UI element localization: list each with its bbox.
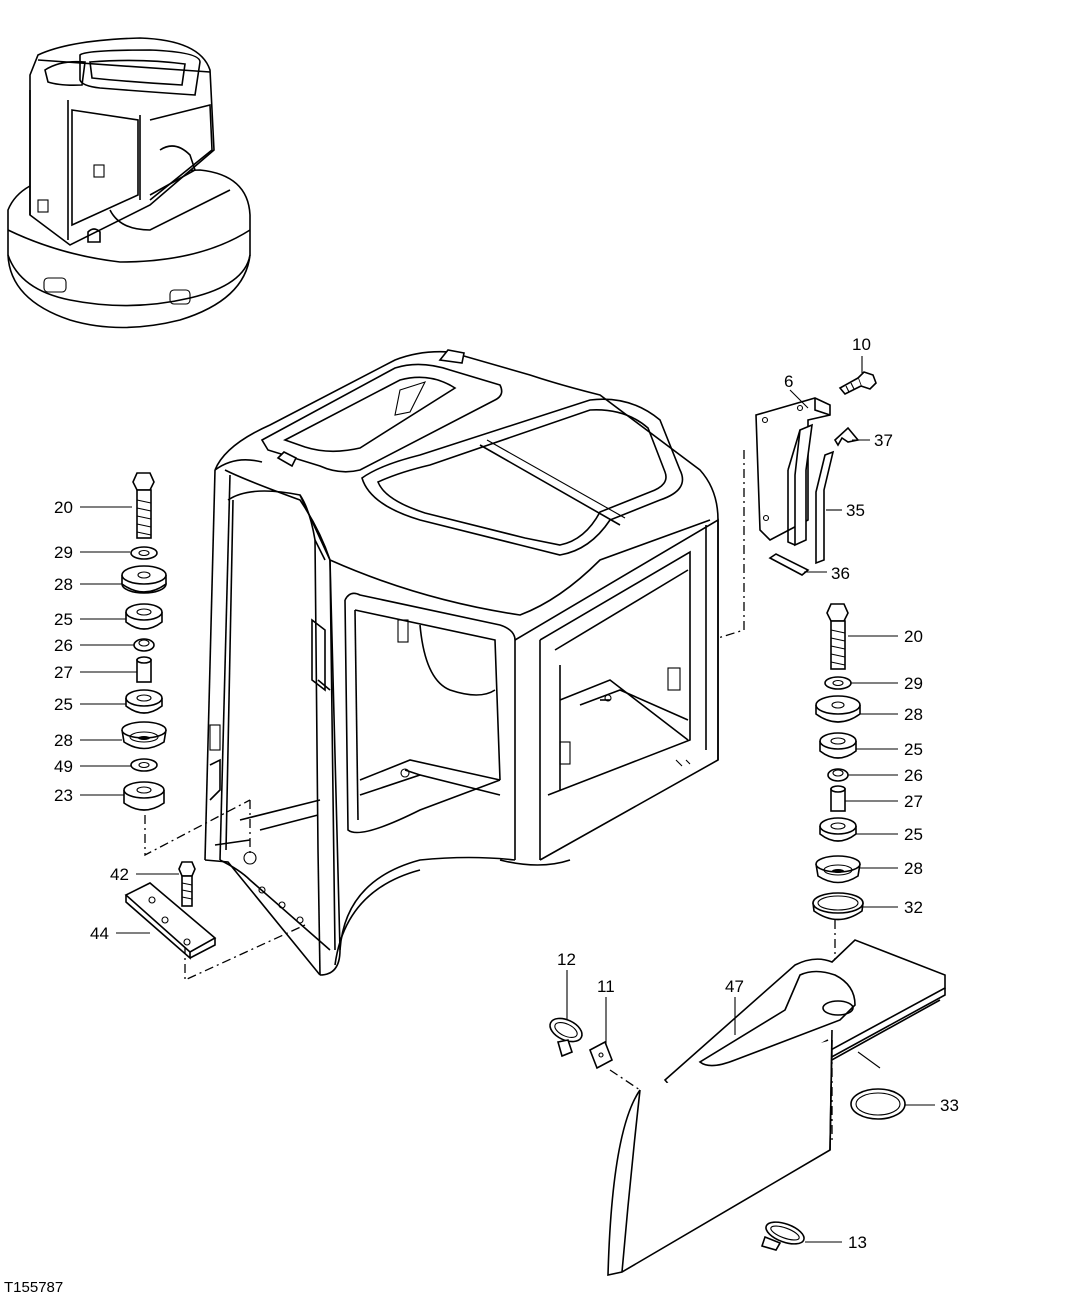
callout-left-23: 23 (54, 786, 73, 805)
callout-42: 42 (110, 865, 129, 884)
cab-frame (204, 349, 719, 976)
callout-right-26: 26 (904, 766, 923, 785)
callout-44: 44 (90, 924, 109, 943)
callout-35: 35 (846, 501, 865, 520)
callout-right-28a: 28 (904, 705, 923, 724)
callout-left-25b: 25 (54, 695, 73, 714)
right-mount-stack (812, 603, 864, 921)
callout-left-29: 29 (54, 543, 73, 562)
callout-6: 6 (784, 372, 793, 391)
callout-left-25a: 25 (54, 610, 73, 629)
callout-left-49: 49 (54, 757, 73, 776)
ring-33 (850, 1088, 906, 1120)
callout-10: 10 (852, 335, 871, 354)
figure-id-label: T155787 (4, 1279, 64, 1296)
callout-labels: 10 6 37 35 36 20 29 28 25 26 27 25 28 49… (54, 335, 959, 1252)
callout-left-27: 27 (54, 663, 73, 682)
leader-lines (80, 356, 935, 1243)
callout-left-26: 26 (54, 636, 73, 655)
callout-37: 37 (874, 431, 893, 450)
callout-right-20: 20 (904, 627, 923, 646)
callout-left-28b: 28 (54, 731, 73, 750)
callout-32: 32 (904, 898, 923, 917)
callout-12: 12 (557, 950, 576, 969)
callout-11: 11 (597, 977, 615, 996)
callout-right-25b: 25 (904, 825, 923, 844)
callout-right-29: 29 (904, 674, 923, 693)
callout-left-20: 20 (54, 498, 73, 517)
callout-13: 13 (848, 1233, 867, 1252)
floor-mat-assembly (607, 939, 946, 1276)
rear-corner-parts (755, 371, 877, 576)
callout-left-28a: 28 (54, 575, 73, 594)
callout-36: 36 (831, 564, 850, 583)
callout-47: 47 (725, 977, 744, 996)
callout-right-27: 27 (904, 792, 923, 811)
left-mount-stack (121, 472, 167, 811)
callout-right-28b: 28 (904, 859, 923, 878)
callout-right-25a: 25 (904, 740, 923, 759)
machine-overview-inset (7, 37, 251, 329)
clamp-parts (549, 1017, 805, 1251)
bracket-plate-assembly (124, 861, 217, 960)
callout-33: 33 (940, 1096, 959, 1115)
